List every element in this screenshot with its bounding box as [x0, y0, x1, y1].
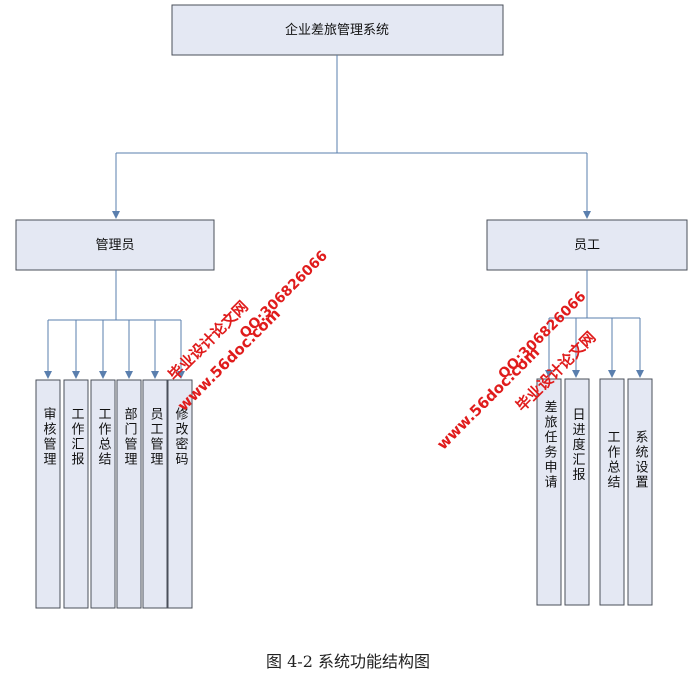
root-connectors — [112, 55, 591, 219]
admin-leaf-6-label: 修改密码 — [173, 407, 189, 467]
employee-leaf-4: 系统设置 — [627, 378, 653, 606]
employee-leaf-1-label: 差旅任务申请 — [542, 400, 558, 490]
employee-connectors — [545, 270, 644, 378]
employee-leaf-2-label: 日进度汇报 — [570, 408, 586, 483]
root-node-label: 企业差旅管理系统 — [285, 22, 389, 38]
employee-leaf-3: 工作总结 — [599, 378, 625, 606]
admin-leaf-5: 员工管理 — [142, 379, 168, 609]
admin-leaf-3: 工作总结 — [90, 379, 116, 609]
figure-caption: 图 4-2 系统功能结构图 — [266, 652, 430, 671]
employee-leaf-4-label: 系统设置 — [633, 430, 649, 490]
employee-node-label: 员工 — [574, 238, 600, 253]
employee-leaf-3-label: 工作总结 — [605, 430, 621, 490]
admin-connectors — [44, 270, 185, 379]
admin-leaf-4-label: 部门管理 — [122, 407, 138, 467]
watermark-left-qq: QQ:306826066 — [237, 248, 331, 342]
admin-node: 管理员 — [15, 219, 215, 271]
watermark-right-qq: QQ:306826066 — [495, 288, 589, 382]
employee-node: 员工 — [486, 219, 688, 271]
admin-leaf-5-label: 员工管理 — [148, 407, 164, 467]
admin-leaf-4: 部门管理 — [116, 379, 142, 609]
admin-leaf-2-label: 工作汇报 — [69, 407, 85, 467]
admin-node-label: 管理员 — [95, 238, 134, 253]
admin-leaf-3-label: 工作总结 — [96, 407, 112, 467]
employee-leaf-1: 差旅任务申请 — [536, 378, 562, 606]
admin-leaf-1: 审核管理 — [35, 379, 61, 609]
admin-leaf-2: 工作汇报 — [63, 379, 89, 609]
root-node: 企业差旅管理系统 — [171, 4, 504, 56]
employee-leaf-2: 日进度汇报 — [564, 378, 590, 606]
admin-leaf-1-label: 审核管理 — [41, 407, 57, 467]
admin-leaf-6: 修改密码 — [167, 379, 193, 609]
